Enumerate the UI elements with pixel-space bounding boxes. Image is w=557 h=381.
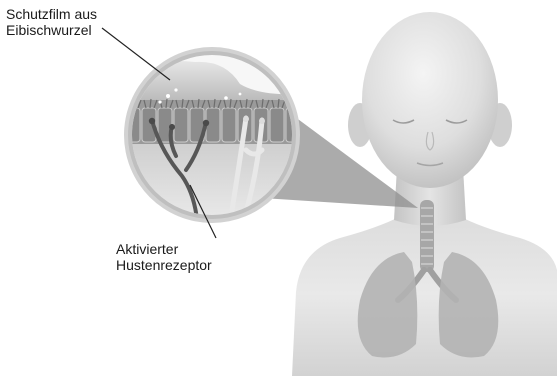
protective-film-label: Schutzfilm aus Eibischwurzel	[6, 6, 97, 38]
mucosa-cross-section	[120, 40, 310, 240]
cough-receptor-label-line2: Hustenrezeptor	[116, 257, 212, 273]
cough-receptor-label-line1: Aktivierter	[116, 241, 212, 257]
film-leader-line	[102, 28, 170, 80]
protective-film-label-line1: Schutzfilm aus	[6, 6, 97, 22]
head	[362, 12, 498, 188]
magnifier-lens	[120, 40, 310, 240]
cough-receptor-label: Aktivierter Hustenrezeptor	[116, 241, 212, 273]
protective-film-label-line2: Eibischwurzel	[6, 22, 97, 38]
